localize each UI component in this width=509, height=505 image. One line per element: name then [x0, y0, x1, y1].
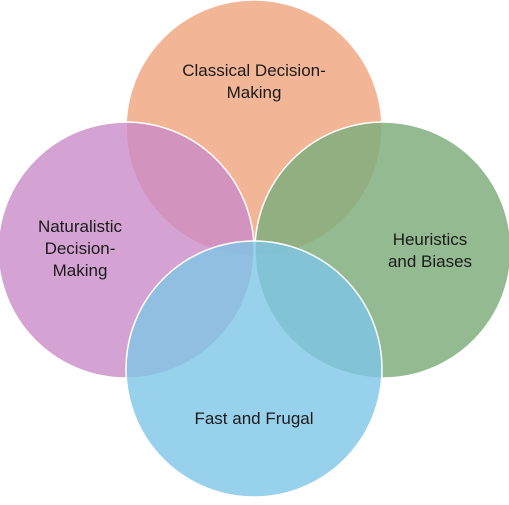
label-line: Classical Decision- — [182, 61, 326, 80]
label-line: Heuristics — [392, 230, 468, 249]
label-line: Decision- — [44, 239, 116, 258]
label-line: Fast and Frugal — [194, 409, 314, 428]
label-line: Naturalistic — [37, 217, 123, 236]
label-classical-decision-making: Classical Decision- Making — [154, 60, 354, 104]
label-line: Making — [226, 83, 282, 102]
circle-fast-and-frugal — [125, 240, 383, 498]
label-heuristics-and-biases: Heuristics and Biases — [370, 229, 490, 273]
label-fast-and-frugal: Fast and Frugal — [174, 408, 334, 430]
label-line: and Biases — [387, 252, 473, 271]
label-naturalistic-decision-making: Naturalistic Decision- Making — [20, 216, 140, 282]
label-line: Making — [52, 261, 108, 280]
